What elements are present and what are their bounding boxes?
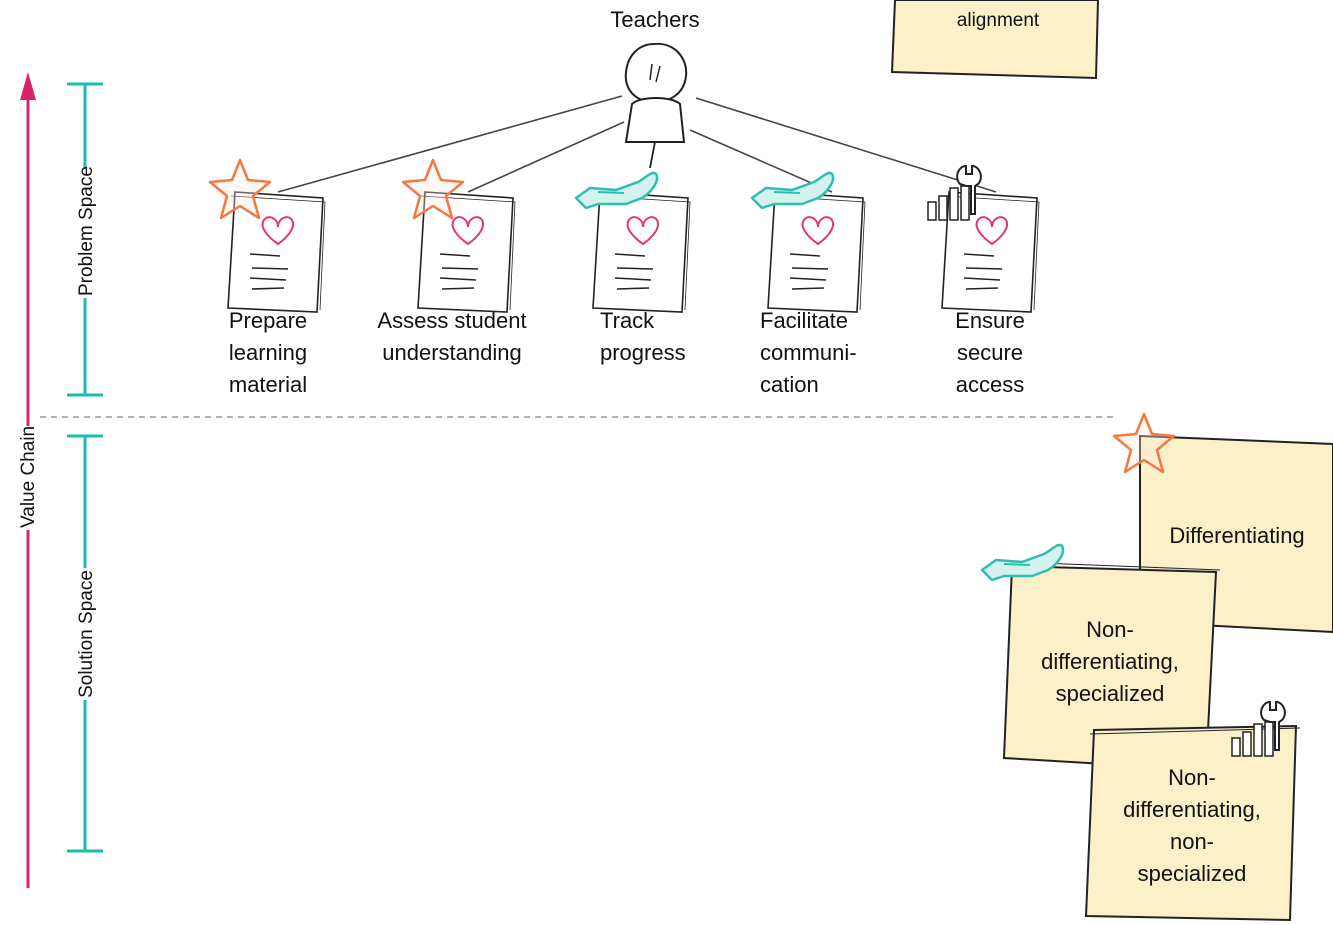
document-icon (417, 191, 516, 313)
capability-label: Prepare learning material (228, 308, 308, 397)
wrench-chart-icon (927, 165, 982, 221)
top-note (890, 0, 1100, 80)
document-icon (592, 191, 691, 313)
document-icon (227, 191, 326, 313)
capability-label: Ensure secure access (955, 308, 1025, 397)
legend-text-specialized: Non- differentiating, specialized (1041, 617, 1179, 706)
problem-space-label: Problem Space (76, 166, 98, 298)
capability-label: Track progress (600, 308, 686, 365)
actor-connectors (277, 95, 997, 193)
actor-label: Teachers (610, 7, 700, 32)
legend-text-non-specialized: Non- differentiating, non- specialized (1123, 765, 1261, 886)
capability-label: Assess student understanding (377, 308, 527, 365)
solution-space-label: Solution Space (76, 568, 98, 700)
value-chain-label: Value Chain (18, 425, 40, 530)
document-icon (767, 191, 866, 313)
capability-label: Facilitate communi- cation (760, 308, 857, 397)
top-note-text: alignment (956, 10, 1040, 31)
teacher-actor-icon (624, 42, 688, 169)
legend-text-differentiating: Differentiating (1169, 523, 1305, 548)
